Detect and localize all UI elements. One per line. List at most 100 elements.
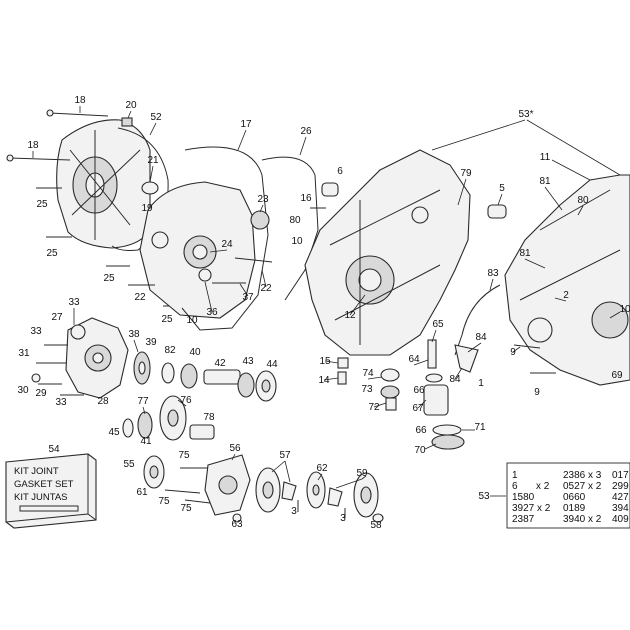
- callout-c10c: 10: [186, 315, 198, 326]
- crankcase-right-half: [504, 174, 630, 386]
- callout-c80b: 80: [289, 215, 301, 226]
- callout-c39: 39: [145, 337, 157, 348]
- callout-c17: 17: [240, 119, 252, 130]
- callout-c25d: 25: [161, 314, 173, 325]
- cover-gasket-17: [181, 146, 269, 331]
- oil-pump-group: [143, 454, 384, 523]
- callout-c71: 71: [474, 422, 486, 433]
- kit-table-cell: 0527 x 2: [563, 481, 602, 492]
- kit-table-cell: 1: [512, 470, 518, 481]
- callout-c3a: 3: [291, 506, 297, 517]
- callout-c41: 41: [140, 436, 152, 447]
- kit-line-1: KIT JOINT: [14, 466, 59, 477]
- callout-c52: 52: [150, 112, 162, 123]
- callout-c25a: 25: [36, 199, 48, 210]
- water-pump-housing: [65, 317, 129, 399]
- callout-c19: 19: [141, 203, 153, 214]
- callout-c33a: 33: [68, 297, 80, 308]
- callout-c77: 77: [137, 396, 149, 407]
- callout-c84b: 84: [449, 374, 461, 385]
- callout-c59: 59: [356, 468, 368, 479]
- dowel-5-6: [321, 182, 507, 219]
- callout-c81a: 81: [539, 176, 551, 187]
- kit-table-cell: 017: [612, 470, 629, 481]
- callout-c16: 16: [300, 193, 312, 204]
- callout-c44: 44: [266, 359, 278, 370]
- callout-c57: 57: [279, 450, 291, 461]
- callout-c31: 31: [18, 348, 30, 359]
- callout-c21: 21: [147, 155, 159, 166]
- kit-table-cell: 1580: [512, 492, 535, 503]
- callout-c62: 62: [316, 463, 328, 474]
- callout-c25b: 25: [46, 248, 58, 259]
- impeller-39: [133, 351, 151, 385]
- callout-c54: 54: [48, 444, 60, 455]
- callout-c22a: 22: [134, 292, 146, 303]
- callout-c75c: 75: [180, 503, 192, 514]
- callout-c11: 11: [540, 152, 551, 163]
- callout-c18a: 18: [74, 95, 86, 106]
- oil-screen-stack: [337, 339, 479, 450]
- callout-c30: 30: [17, 385, 29, 396]
- callout-c6: 6: [337, 166, 343, 177]
- crankcase-left-half: [304, 149, 471, 356]
- callout-c80a: 80: [577, 195, 589, 206]
- gasket-26: [261, 156, 319, 301]
- callout-c36: 36: [206, 307, 218, 318]
- callout-c79: 79: [460, 168, 472, 179]
- callout-c23: 23: [257, 194, 269, 205]
- callout-c10a: 10: [291, 236, 303, 247]
- kit-table-cell: 2386 x 3: [563, 470, 602, 481]
- callout-c66b: 66: [415, 425, 427, 436]
- callout-c81b: 81: [519, 248, 531, 259]
- callout-c10b: 10: [619, 304, 630, 315]
- callout-c78: 78: [203, 412, 215, 423]
- kit-table-cell: 0189: [563, 503, 586, 514]
- callout-c42: 42: [214, 358, 226, 369]
- callout-c84a: 84: [475, 332, 487, 343]
- oil-pipe-83: [454, 284, 501, 356]
- kit-table-cell: 409: [612, 514, 629, 525]
- callout-c58: 58: [370, 520, 382, 531]
- callout-c26: 26: [300, 126, 312, 137]
- callout-c61: 61: [136, 487, 148, 498]
- callout-c69: 69: [611, 370, 623, 381]
- callout-c24: 24: [221, 239, 233, 250]
- callout-c75b: 75: [158, 496, 170, 507]
- kit-table-cell: 2387: [512, 514, 535, 525]
- bolts-9: [513, 344, 556, 374]
- callout-c22b: 22: [260, 283, 272, 294]
- callout-c70: 70: [414, 445, 426, 456]
- callout-c27: 27: [51, 312, 63, 323]
- callout-c74: 74: [362, 368, 374, 379]
- callout-c9a: 9: [510, 347, 516, 358]
- callout-c82: 82: [164, 345, 176, 356]
- small-parts-22-23-37: [128, 210, 273, 286]
- callout-c20: 20: [125, 100, 137, 111]
- kit-table-cell: 3940 x 2: [563, 514, 602, 525]
- pump-bolts-33: [31, 344, 84, 396]
- callout-c53s: 53*: [518, 109, 533, 120]
- callout-c14: 14: [318, 375, 330, 386]
- callout-c63: 63: [231, 519, 243, 530]
- kit-table-cell: x 2: [536, 481, 550, 492]
- callout-c67: 67: [412, 403, 424, 414]
- callout-c65: 65: [432, 319, 444, 330]
- callout-c18b: 18: [27, 140, 39, 151]
- kickstart-group: [122, 395, 215, 441]
- callout-c55: 55: [123, 459, 135, 470]
- clutch-inner-cover: [139, 181, 256, 319]
- long-bolts-18: [6, 109, 109, 162]
- kit-table-cell: 6: [512, 481, 518, 492]
- callout-c5: 5: [499, 183, 505, 194]
- kit-table-cell: 3927 x 2: [512, 503, 551, 514]
- callout-c38: 38: [128, 329, 140, 340]
- callout-c15: 15: [319, 356, 331, 367]
- callout-c40: 40: [189, 347, 201, 358]
- callout-c3b: 3: [340, 513, 346, 524]
- kit-table-cell: 427: [612, 492, 629, 503]
- gear-row: [161, 362, 277, 402]
